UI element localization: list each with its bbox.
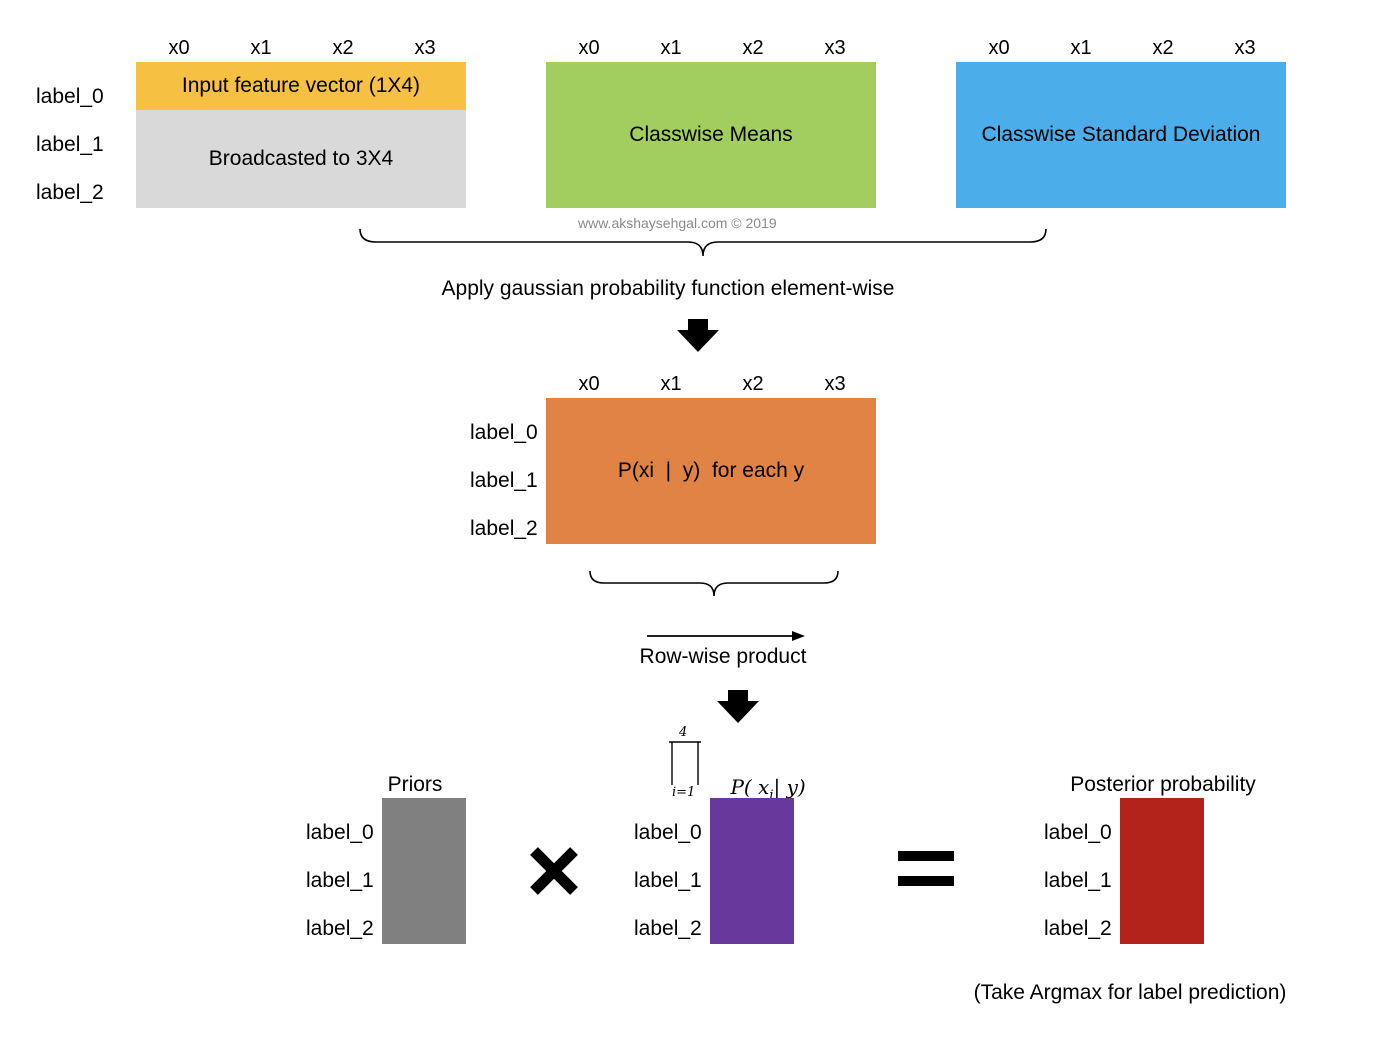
col-header-x3: x3 — [824, 373, 846, 395]
row-label-2: label_2 — [634, 917, 702, 940]
row-label-2: label_2 — [1044, 917, 1112, 940]
middle-brace-icon — [589, 570, 839, 597]
col-header-x2: x2 — [742, 373, 764, 395]
col-header-x1: x1 — [660, 373, 682, 395]
col-header-x1: x1 — [250, 37, 272, 59]
row-label-1: label_1 — [36, 133, 104, 156]
row-label-1: label_1 — [634, 869, 702, 892]
formula-body: P( xi| y) — [705, 751, 806, 827]
formula-subscript: i — [769, 788, 774, 803]
equals-icon — [898, 851, 954, 886]
input-feature-label: Input feature vector (1X4) — [181, 74, 421, 97]
row-label-0: label_0 — [1044, 821, 1112, 844]
col-header-x1: x1 — [660, 37, 682, 59]
broadcast-box: Broadcasted to 3X4 — [136, 110, 466, 208]
col-header-x0: x0 — [168, 37, 190, 59]
argmax-note: (Take Argmax for label prediction) — [973, 981, 1287, 1004]
formula-body-close: | y) — [773, 775, 806, 799]
row-label-2: label_2 — [470, 517, 538, 540]
row-label-0: label_0 — [634, 821, 702, 844]
classwise-means-box: Classwise Means — [546, 62, 876, 208]
col-header-x0: x0 — [578, 37, 600, 59]
col-header-x2: x2 — [332, 37, 354, 59]
broadcast-label: Broadcasted to 3X4 — [208, 147, 394, 170]
row-product-caption: Row-wise product — [639, 645, 807, 668]
likelihood-box: P(xi | y) for each y — [546, 398, 876, 544]
col-header-x0: x0 — [988, 37, 1010, 59]
watermark: www.akshaysehgal.com © 2019 — [578, 215, 777, 231]
col-header-x3: x3 — [1234, 37, 1256, 59]
posterior-title: Posterior probability — [1070, 773, 1256, 796]
gaussian-step-caption: Apply gaussian probability function elem… — [441, 277, 895, 300]
multiply-icon — [530, 847, 578, 895]
formula-upper-limit: 4 — [679, 725, 688, 740]
input-feature-box: Input feature vector (1X4) — [136, 62, 466, 110]
col-header-x0: x0 — [578, 373, 600, 395]
row-label-2: label_2 — [306, 917, 374, 940]
col-header-x3: x3 — [824, 37, 846, 59]
arrow-down-icon — [677, 319, 719, 352]
col-header-x1: x1 — [1070, 37, 1092, 59]
row-label-2: label_2 — [36, 181, 104, 204]
row-label-0: label_0 — [36, 85, 104, 108]
top-brace-icon — [359, 228, 1047, 257]
col-header-x2: x2 — [1152, 37, 1174, 59]
row-label-1: label_1 — [470, 469, 538, 492]
col-header-x3: x3 — [414, 37, 436, 59]
product-box — [710, 798, 794, 944]
priors-title: Priors — [387, 773, 443, 796]
row-label-1: label_1 — [1044, 869, 1112, 892]
formula-lower-limit: i=1 — [672, 785, 696, 800]
row-label-0: label_0 — [470, 421, 538, 444]
col-header-x2: x2 — [742, 37, 764, 59]
formula-body-open: P( x — [730, 775, 770, 799]
arrow-right-icon — [792, 631, 805, 641]
posterior-box — [1120, 798, 1204, 944]
row-label-0: label_0 — [306, 821, 374, 844]
classwise-means-label: Classwise Means — [629, 123, 793, 146]
likelihood-label: P(xi | y) for each y — [617, 459, 805, 482]
arrow-down-icon — [717, 690, 759, 723]
row-label-1: label_1 — [306, 869, 374, 892]
classwise-std-label: Classwise Standard Deviation — [981, 123, 1261, 146]
priors-box — [382, 798, 466, 944]
product-symbol-icon — [669, 741, 701, 785]
classwise-std-box: Classwise Standard Deviation — [956, 62, 1286, 208]
